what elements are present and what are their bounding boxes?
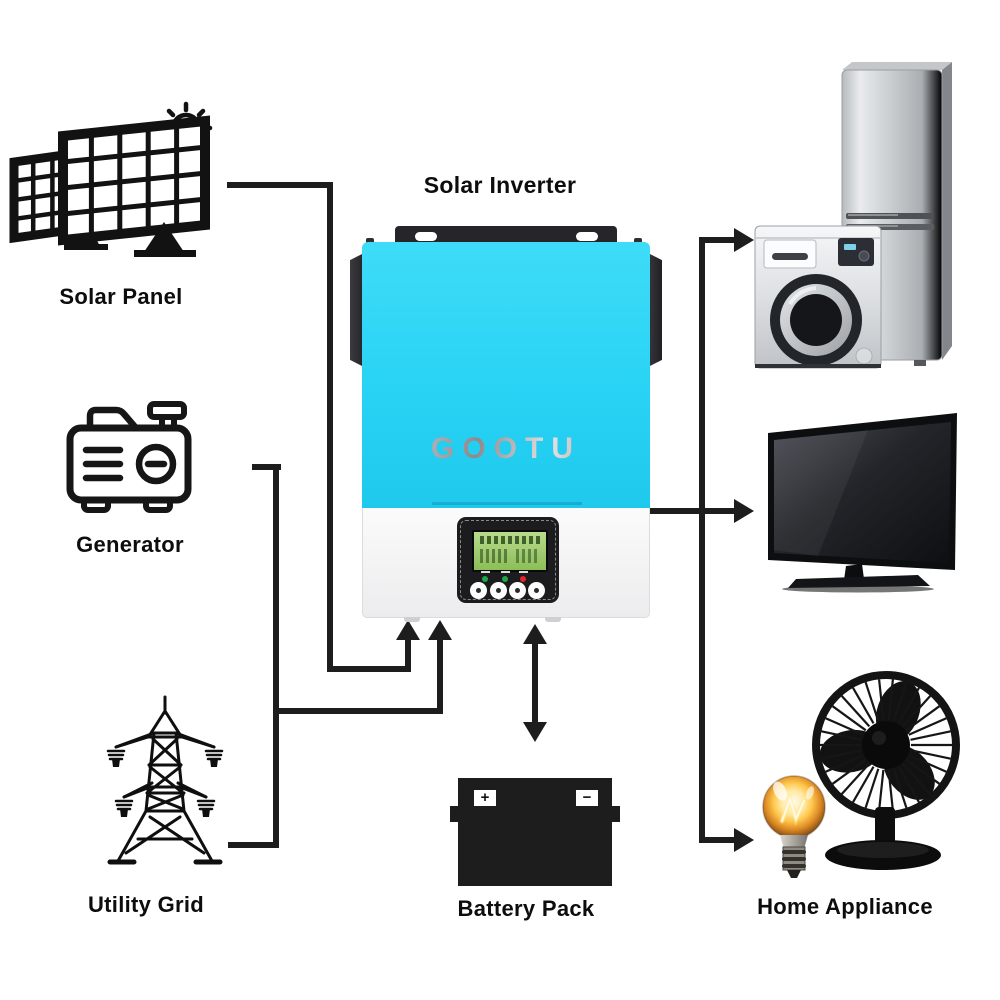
battery-pack-label: Battery Pack <box>457 896 595 921</box>
connector-battery-v <box>532 642 538 724</box>
inverter-power-button <box>470 582 487 599</box>
bracket-slot-left <box>415 232 437 241</box>
arrow-solar-into-inverter <box>396 620 420 640</box>
inverter-seam <box>432 502 582 505</box>
battery-body <box>458 822 612 886</box>
inverter-body: GOOTU <box>362 242 650 508</box>
lcd-graphic-right <box>516 549 540 563</box>
inverter-enter-button <box>528 582 545 599</box>
battery-negative-terminal: − <box>576 790 598 806</box>
gootu-logo: GOOTU <box>362 432 650 466</box>
led-on-green <box>502 576 508 582</box>
connector-solar-v1 <box>327 182 333 672</box>
led-charge-green <box>482 576 488 582</box>
connector-washer-h <box>699 237 736 243</box>
inverter-lcd-screen <box>472 530 548 572</box>
fan-cage-spokes <box>820 679 952 811</box>
solar-panel-label: Solar Panel <box>59 284 183 309</box>
arrow-to-tv <box>734 499 754 523</box>
arrow-to-washer <box>734 228 754 252</box>
connector-gen-grid-v <box>273 464 279 848</box>
connector-grid-h <box>228 842 279 848</box>
arrow-battery-down <box>523 722 547 742</box>
washing-machine-image <box>754 225 882 369</box>
arrow-grid-into-inverter <box>428 620 452 640</box>
home-appliance-label: Home Appliance <box>757 894 933 919</box>
led-label-1 <box>481 571 490 573</box>
solar-panel-front <box>58 115 210 246</box>
desk-fan-image <box>812 671 960 870</box>
inverter-foot-right <box>545 617 561 622</box>
lcd-graphic-left <box>480 549 508 563</box>
connector-output-v <box>699 237 705 841</box>
bracket-slot-right <box>576 232 598 241</box>
television-image <box>768 413 957 593</box>
light-bulb-image <box>762 775 826 878</box>
connector-fan-h <box>699 837 736 843</box>
battery-crossbar <box>450 806 620 822</box>
inverter-up-button <box>490 582 507 599</box>
inverter-down-button <box>509 582 526 599</box>
connector-branch-h <box>273 708 443 714</box>
arrow-battery-up <box>523 624 547 644</box>
inverter-foot-left <box>404 617 420 622</box>
connector-output-h <box>648 508 736 514</box>
led-label-3 <box>519 571 528 573</box>
lcd-segment-row <box>480 536 540 544</box>
connector-generator-h <box>252 464 281 470</box>
led-label-2 <box>501 571 510 573</box>
solar-panel-icon <box>9 101 213 257</box>
generator-icon <box>66 401 192 513</box>
control-panel-trim <box>460 520 556 600</box>
inverter-heatsink-right <box>646 252 662 368</box>
connector-solar-stem <box>405 640 411 672</box>
inverter-control-panel <box>457 517 559 603</box>
utility-grid-label: Utility Grid <box>87 892 205 917</box>
led-fault-red <box>520 576 526 582</box>
connector-solar-h1 <box>227 182 331 188</box>
solar-inverter-title: Solar Inverter <box>423 172 577 198</box>
arrow-to-home-appliance <box>734 828 754 852</box>
connector-solar-h2 <box>327 666 411 672</box>
connector-branch-stem <box>437 640 443 714</box>
generator-label: Generator <box>76 532 184 557</box>
transmission-tower-icon <box>106 695 224 865</box>
battery-positive-terminal: + <box>474 790 496 806</box>
